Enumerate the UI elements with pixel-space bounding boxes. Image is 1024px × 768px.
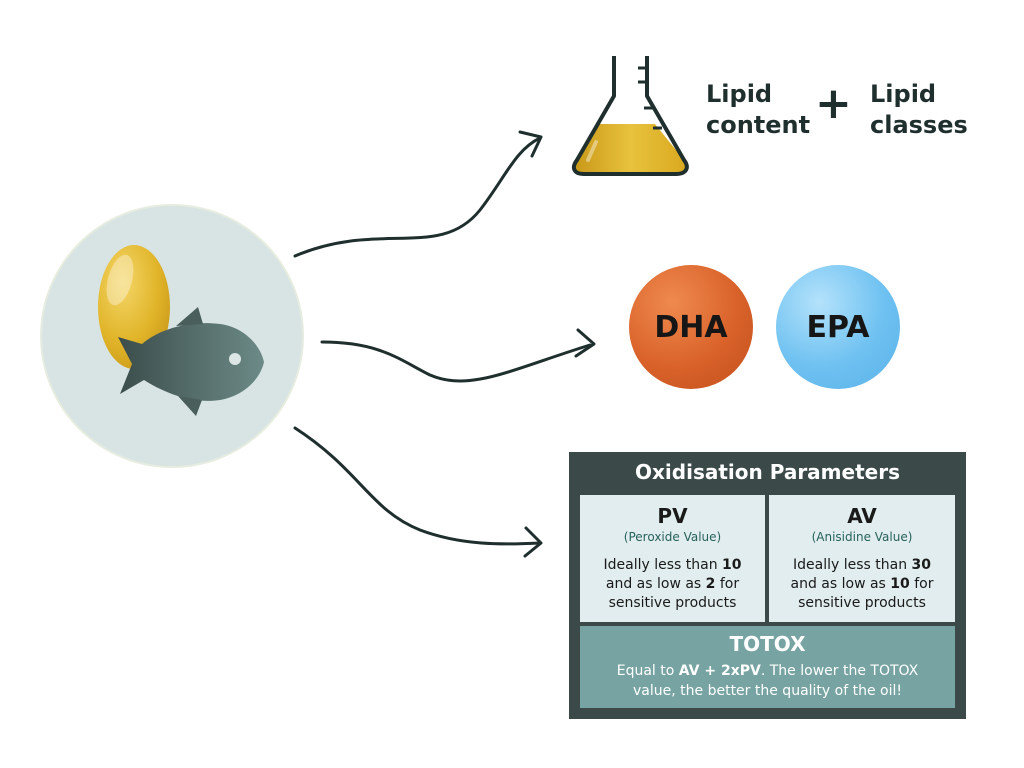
lipid-classes-line1: Lipid — [870, 80, 937, 108]
totox-title: TOTOX — [729, 632, 806, 656]
pv-description: Ideally less than 10 and as low as 2 for… — [603, 557, 742, 611]
arrow-to-panel — [293, 426, 542, 546]
av-title: AV — [847, 504, 877, 528]
arrow-to-dha-epa — [320, 340, 592, 383]
pv-title: PV — [657, 504, 688, 528]
pv-cell: PV (Peroxide Value) Ideally less than 10… — [580, 495, 765, 622]
lipid-content-line2: content — [706, 111, 811, 139]
source-illustration — [40, 204, 304, 468]
oxidisation-panel: Oxidisation Parameters PV (Peroxide Valu… — [569, 452, 966, 719]
pv-subtitle: (Peroxide Value) — [623, 530, 722, 544]
lipid-classes-line2: classes — [870, 111, 968, 139]
totox-description: Equal to AV + 2xPV. The lower the TOTOX … — [616, 663, 919, 699]
dha-circle: DHA — [629, 265, 753, 389]
epa-label: EPA — [806, 309, 870, 345]
av-subtitle: (Anisidine Value) — [811, 530, 913, 544]
lipid-content-line1: Lipid — [706, 80, 773, 108]
dha-label: DHA — [654, 309, 728, 345]
av-cell: AV (Anisidine Value) Ideally less than 3… — [769, 495, 955, 622]
arrowhead-flask — [518, 130, 543, 158]
lipid-content-label: Lipid content — [706, 79, 816, 141]
lipid-classes-label: Lipid classes — [870, 79, 980, 141]
av-description: Ideally less than 30 and as low as 10 fo… — [790, 557, 934, 611]
totox-cell: TOTOX Equal to AV + 2xPV. The lower the … — [580, 626, 955, 708]
epa-circle: EPA — [776, 265, 900, 389]
panel-title: Oxidisation Parameters — [635, 460, 900, 484]
arrowhead-panel — [523, 526, 543, 558]
flask-icon — [571, 56, 689, 176]
arrowhead-dha-epa — [574, 328, 596, 358]
arrow-to-flask — [293, 136, 542, 258]
plus-icon: + — [815, 78, 852, 129]
fish-icon — [118, 307, 264, 416]
